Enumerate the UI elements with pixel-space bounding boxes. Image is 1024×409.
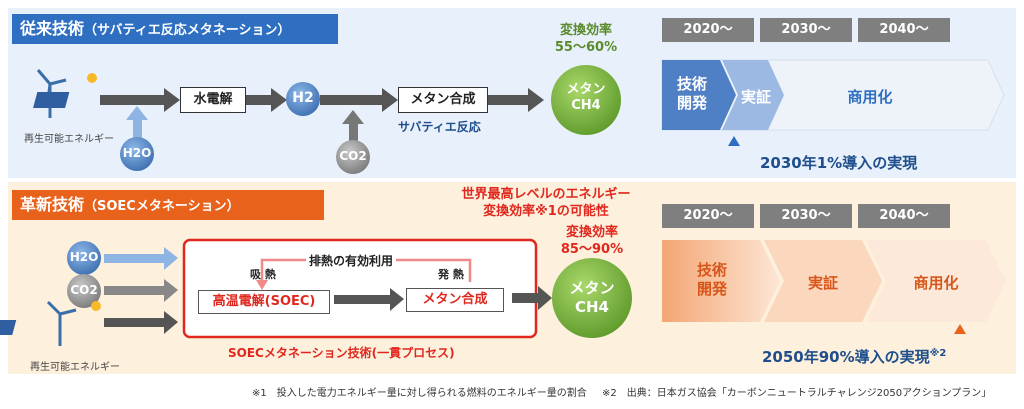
sabatier-label: サバティエ反応 [398, 120, 481, 134]
stage-commercial-bottom: 商用化 [913, 274, 959, 292]
year-2020-bottom: 2020～ [662, 204, 754, 228]
efficiency-value-top: 55～60% [554, 40, 618, 55]
methane-top-text: メタン [566, 82, 606, 97]
efficiency-label-bottom: 変換効率 [565, 225, 618, 240]
conventional-title-main: 従来技術 [20, 19, 85, 38]
stage-dev-bottom: 技術 開発 [696, 261, 727, 298]
methane-top-text-bottom: メタン [569, 279, 615, 297]
h2o-label-bottom: H2O [69, 250, 99, 264]
h2o-ball-bottom [67, 241, 101, 275]
conventional-roadmap [661, 59, 1005, 131]
target-marker-bottom [954, 324, 966, 334]
renewable-label-top: 再生可能エネルギー [24, 134, 114, 145]
target-top: 2030年1%導入の実現 [760, 154, 918, 172]
co2-ball-top [336, 140, 370, 174]
highlight-line1: 世界最高レベルのエネルギー [461, 187, 631, 202]
conventional-arrows [100, 88, 544, 112]
methane-label-bottom: メタン CH4 [552, 279, 632, 317]
process-label: SOECメタネーション技術(一貫プロセス) [228, 346, 455, 360]
methane-synthesis-box-bottom: メタン合成 [406, 288, 504, 312]
target-bottom: 2050年90%導入の実現※2 [762, 346, 946, 367]
stage-demo-top: 実証 [740, 88, 771, 106]
stage-dev-top: 技術 開発 [676, 75, 707, 112]
highlight-text: 世界最高レベルのエネルギー 変換効率※1の可能性 [446, 186, 646, 220]
renewable-label-bottom: 再生可能エネルギー [30, 362, 120, 373]
innovative-output-arrow [512, 286, 552, 310]
year-2030-bottom: 2030～ [760, 204, 852, 228]
conventional-title-sub: （サバティエ反応メタネーション） [84, 23, 291, 38]
highlight-line2: 変換効率※1の可能性 [483, 204, 609, 219]
efficiency-label-top: 変換効率 [559, 23, 612, 38]
year-2020-top: 2020～ [662, 18, 754, 42]
wind-solar-icon-bottom [0, 300, 101, 346]
footnote-1: ※1 投入した電力エネルギー量に対し得られる燃料のエネルギー量の割合 [252, 388, 587, 399]
h2-label: H2 [292, 90, 314, 106]
target-bottom-text: 2050年90%導入の実現 [762, 348, 930, 366]
h2o-ball-top [120, 137, 154, 171]
stage-demo-bottom: 実証 [807, 274, 838, 292]
emit-heat-label: 発 熱 [438, 268, 464, 281]
footnote-2: ※2 出典：日本ガス協会「カーボンニュートラルチャレンジ2050アクションプラン… [602, 388, 992, 399]
innovative-title-sub: （SOECメタネーション） [84, 199, 240, 214]
electrolysis-box: 水電解 [180, 87, 246, 113]
efficiency-bottom: 変換効率 85～90% [552, 224, 632, 258]
soec-internal-arrow [334, 288, 404, 311]
soec-box: 高温電解(SOEC) [198, 290, 330, 314]
methane-label-top: メタン CH4 [551, 82, 621, 114]
waste-heat-label: 排熱の有効利用 [306, 252, 397, 269]
conventional-title: 従来技術（サバティエ反応メタネーション） [12, 14, 338, 44]
co2-ball-bottom [67, 274, 101, 308]
innovative-roadmap [662, 240, 1006, 322]
innovative-title-main: 革新技術 [20, 195, 85, 214]
stage-commercial-top: 商用化 [847, 88, 893, 106]
wind-solar-icon [33, 69, 97, 118]
efficiency-value-bottom: 85～90% [560, 242, 624, 257]
h2o-label-top: H2O [122, 146, 152, 160]
efficiency-top: 変換効率 55～60% [546, 22, 626, 56]
methane-circle-top [551, 65, 621, 135]
innovative-title: 革新技術（SOECメタネーション） [12, 190, 324, 220]
methane-formula-bottom: CH4 [575, 298, 609, 316]
target-marker-top [728, 136, 740, 146]
heat-arrow-down [256, 280, 268, 290]
methane-formula-top: CH4 [571, 98, 601, 113]
h2-ball [286, 82, 320, 116]
methane-synthesis-box-top: メタン合成 [398, 87, 488, 113]
conventional-up-arrows [126, 106, 364, 142]
methane-circle-bottom [552, 258, 632, 338]
innovative-input-arrows [104, 247, 178, 334]
co2-label-top: CO2 [339, 149, 367, 163]
year-2030-top: 2030～ [760, 18, 852, 42]
target-bottom-note: ※2 [929, 348, 947, 359]
absorb-heat-label: 吸 熱 [250, 268, 276, 281]
co2-label-bottom: CO2 [70, 283, 98, 297]
year-2040-top: 2040～ [858, 18, 950, 42]
year-2040-bottom: 2040～ [858, 204, 950, 228]
